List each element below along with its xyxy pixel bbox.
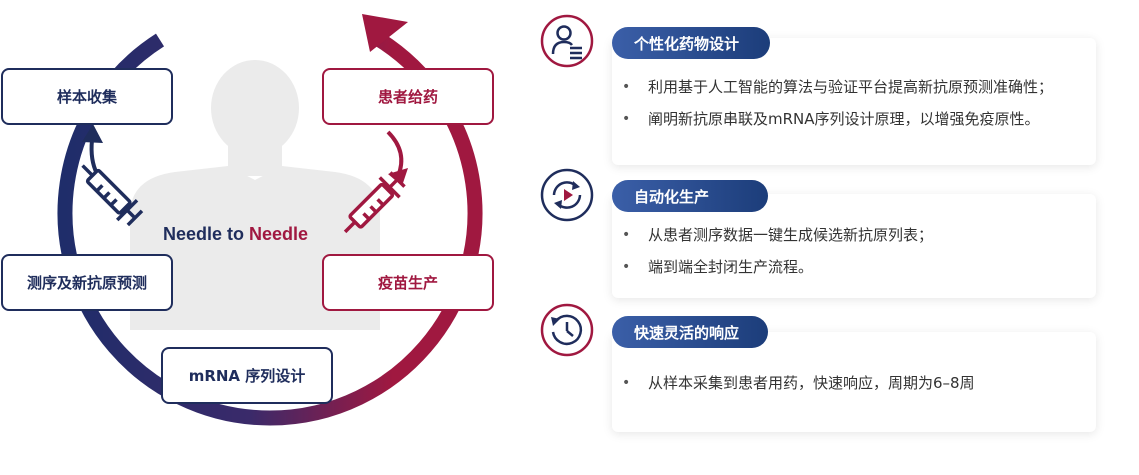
feature-card-personalized: 利用基于人工智能的算法与验证平台提高新抗原预测准确性； 阐明新抗原串联及mRNA… xyxy=(612,38,1096,165)
person-list-icon xyxy=(540,14,594,68)
list-item: 利用基于人工智能的算法与验证平台提高新抗原预测准确性； xyxy=(612,76,1096,98)
center-label-part1: Needle to xyxy=(163,224,250,244)
feature-title-personalized: 个性化药物设计 xyxy=(612,27,770,59)
step-mrna-design: mRNA 序列设计 xyxy=(161,347,333,404)
syringe-icon-right xyxy=(343,171,406,234)
list-item: 阐明新抗原串联及mRNA序列设计原理，以增强免疫原性。 xyxy=(612,108,1096,130)
small-arrow-down xyxy=(386,130,404,177)
center-label-part2: Needle xyxy=(249,224,309,244)
feature-title-rapid-response: 快速灵活的响应 xyxy=(612,316,768,348)
needle-to-needle-label: Needle to Needle xyxy=(163,224,308,245)
cycle-ring xyxy=(57,33,483,426)
feature-card-rapid-response: 从样本采集到患者用药，快速响应，周期为6–8周 xyxy=(612,332,1096,432)
person-silhouette xyxy=(130,60,380,330)
step-sequencing-prediction: 测序及新抗原预测 xyxy=(1,254,173,311)
syringe-icon-left xyxy=(81,164,144,227)
cycle-arrowhead xyxy=(362,14,408,52)
step-patient-dosing: 患者给药 xyxy=(322,68,494,125)
clock-icon xyxy=(540,303,594,357)
feature-title-automation: 自动化生产 xyxy=(612,180,768,212)
list-item: 端到端全封闭生产流程。 xyxy=(612,256,1096,278)
list-item: 从样本采集到患者用药，快速响应，周期为6–8周 xyxy=(612,372,1096,394)
list-item: 从患者测序数据一键生成候选新抗原列表； xyxy=(612,224,1096,246)
automation-cycle-icon xyxy=(540,168,594,222)
step-vaccine-production: 疫苗生产 xyxy=(322,254,494,311)
cycle-diagram xyxy=(57,14,483,426)
step-sample-collection: 样本收集 xyxy=(1,68,173,125)
